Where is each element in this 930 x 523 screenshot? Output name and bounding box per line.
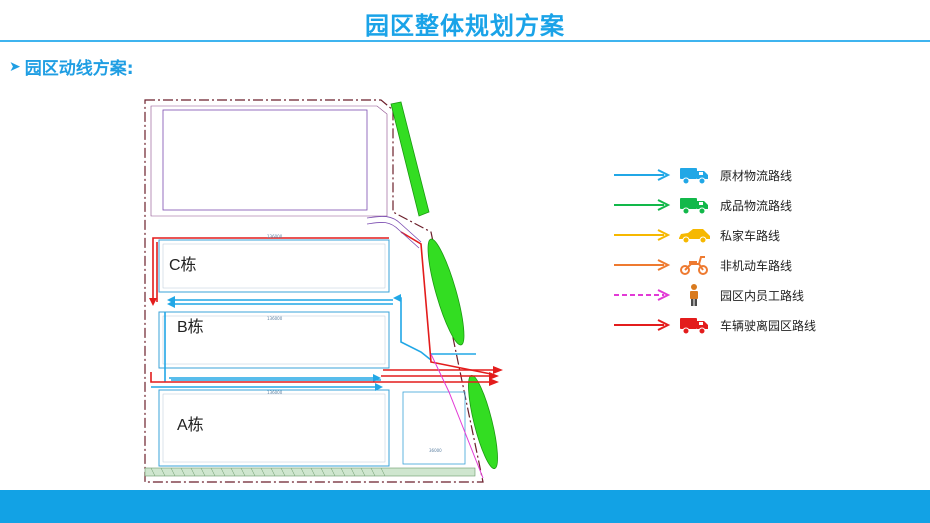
- legend-arrow-vehicle-exit: [614, 319, 671, 331]
- parking-strip: [144, 467, 476, 477]
- legend-arrow-private-car: [614, 229, 671, 241]
- dim-text-2: 136000: [267, 390, 283, 395]
- access-road: [366, 215, 422, 243]
- footer-band: [0, 490, 930, 523]
- site-plan-diagram: C栋 B栋 A栋 136000: [144, 99, 503, 483]
- legend-label-raw-material: 原材物流路线: [720, 168, 793, 183]
- legend-row-raw-material: 原材物流路线: [612, 160, 872, 190]
- legend-label-vehicle-exit: 车辆驶离园区路线: [720, 318, 817, 333]
- arrow-bullet-icon: ➤: [9, 58, 21, 75]
- dim-text-3: 136000: [267, 234, 283, 239]
- building-b-label: B栋: [177, 318, 204, 336]
- legend-row-non-motor: 非机动车路线: [612, 250, 872, 280]
- legend-arrow-employee: [614, 289, 671, 301]
- annex-building: [402, 391, 466, 465]
- car-icon: [674, 222, 714, 248]
- building-a-label: A栋: [177, 416, 204, 434]
- dim-text-4: 36000: [429, 448, 442, 453]
- page-title: 园区整体规划方案: [365, 12, 565, 40]
- legend-arrow-raw-material: [614, 169, 671, 181]
- building-c-inner: [162, 243, 386, 289]
- person-icon: [674, 282, 714, 308]
- legend-label-employee: 园区内员工路线: [720, 288, 805, 303]
- legend-row-private-car: 私家车路线: [612, 220, 872, 250]
- green-belt-2: [427, 238, 465, 346]
- legend-row-vehicle-exit: 车辆驶离园区路线: [612, 310, 872, 340]
- legend-arrow-non-motor: [614, 259, 671, 271]
- legend-arrow-finished-goods: [614, 199, 671, 211]
- building-b: [158, 311, 390, 369]
- site-boundary: [144, 99, 484, 483]
- scooter-icon: [674, 252, 714, 278]
- route-legend: 原材物流路线 成品物流路线 私家车路线 非机动车路线: [612, 160, 872, 340]
- dim-text-1: 136000: [267, 316, 283, 321]
- legend-row-employee: 园区内员工路线: [612, 280, 872, 310]
- section-heading: ➤ 园区动线方案:: [9, 54, 134, 80]
- title-divider: [0, 40, 930, 42]
- top-plot: [162, 109, 368, 211]
- building-c-label: C栋: [169, 256, 197, 274]
- building-a: [158, 389, 390, 467]
- truck-icon: [674, 192, 714, 218]
- building-a-inner: [162, 393, 386, 463]
- legend-label-non-motor: 非机动车路线: [720, 258, 793, 273]
- building-b-inner: [162, 315, 386, 365]
- legend-label-finished-goods: 成品物流路线: [720, 198, 793, 213]
- vehicle-exit-arrowheads: [149, 298, 503, 386]
- green-belt-1: [390, 101, 430, 217]
- parking-strip-hatch: [150, 467, 386, 477]
- access-road-2: [366, 221, 420, 249]
- truck-icon: [674, 162, 714, 188]
- site-boundary-inner: [150, 105, 388, 217]
- green-belt-3: [468, 374, 498, 470]
- raw-material-arrowheads: [167, 294, 401, 391]
- legend-label-private-car: 私家车路线: [720, 228, 781, 243]
- section-heading-text: 园区动线方案:: [24, 59, 134, 79]
- employee-route: [430, 353, 484, 479]
- truck-icon: [674, 312, 714, 338]
- vehicle-exit-route: [150, 231, 496, 383]
- legend-row-finished-goods: 成品物流路线: [612, 190, 872, 220]
- building-c: [158, 239, 390, 293]
